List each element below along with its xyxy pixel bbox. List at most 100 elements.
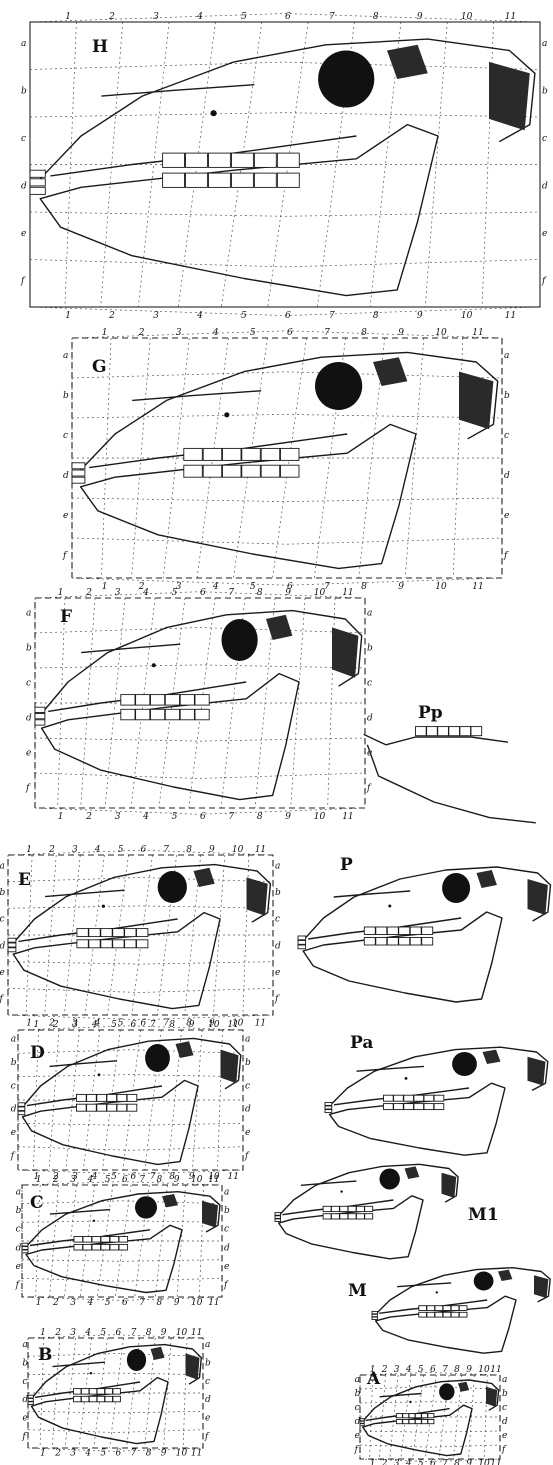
tooth <box>195 695 209 706</box>
tooth <box>403 1420 409 1424</box>
infraorbital-foramen <box>152 663 156 667</box>
mandible-outline <box>40 125 438 296</box>
tooth <box>459 1306 467 1311</box>
temporal-shading <box>176 1041 194 1058</box>
grid-column-number: 5 <box>418 1365 424 1375</box>
grid-column-number: 3 <box>115 812 121 822</box>
grid-column-number: 4 <box>405 1365 412 1375</box>
grid-row-letter: b <box>63 391 69 401</box>
facial-crest <box>380 1394 422 1397</box>
skull-panel-m1: M1 <box>275 1164 499 1259</box>
grid-column-number: 9 <box>466 1365 472 1375</box>
panel-label: P <box>340 855 353 875</box>
grid-row-letter: e <box>245 1128 250 1138</box>
grid-column-number: 6 <box>200 812 206 822</box>
tooth <box>125 940 136 948</box>
grid-row-letter: c <box>0 915 5 925</box>
tooth <box>277 153 299 167</box>
tooth <box>451 1312 459 1317</box>
tooth <box>356 1206 364 1211</box>
orbit <box>135 1196 157 1218</box>
grid-column-number: 7 <box>139 1298 145 1308</box>
tooth <box>348 1206 356 1211</box>
grid-row-letter: c <box>205 1377 210 1387</box>
tooth <box>384 1104 394 1110</box>
incisor <box>22 1243 28 1246</box>
grid-column-number: 1 <box>370 1459 376 1465</box>
grid-column-number: 2 <box>52 1175 59 1185</box>
skull-panel-b: 11223344556677889910101111aabbccddeeffB <box>21 1328 211 1458</box>
grid-column-number: 9 <box>189 1020 195 1030</box>
grid-column-number: 8 <box>373 311 379 321</box>
grid-column-number: 11 <box>505 12 516 22</box>
facial-crest <box>132 391 261 401</box>
panel-label: Pa <box>350 1033 373 1053</box>
incisor <box>275 1219 281 1222</box>
incisor <box>325 1106 332 1109</box>
tooth <box>186 153 208 167</box>
skull-drawing <box>360 1380 499 1456</box>
tooth <box>277 173 299 187</box>
grid-row-letter: d <box>63 471 69 481</box>
grid-column-number: 7 <box>150 1172 156 1182</box>
grid-row-letter: e <box>0 968 5 978</box>
grid-row-letter: d <box>367 714 373 724</box>
grid-column-number: 4 <box>94 845 101 855</box>
tooth <box>471 727 482 736</box>
orbit <box>474 1272 494 1291</box>
grid-column-number: 4 <box>84 1328 91 1338</box>
tooth <box>186 173 208 187</box>
orbit <box>452 1052 477 1076</box>
grid-column-number: 11 <box>490 1459 501 1465</box>
grid-row-letter: a <box>502 1375 507 1385</box>
skull-panel-pa: Pa <box>325 1033 548 1155</box>
tooth <box>340 1214 348 1219</box>
incisor <box>372 1311 377 1313</box>
tooth <box>101 1244 110 1250</box>
grid-row-letter: c <box>275 915 280 925</box>
grid-column-number: 11 <box>208 1298 219 1308</box>
grid-column-number: 6 <box>200 588 206 598</box>
grid-row-letter: f <box>274 995 280 1005</box>
grid-column-number: 3 <box>394 1365 400 1375</box>
mandible-outline <box>303 912 502 1002</box>
tooth <box>165 709 179 720</box>
tooth <box>394 1104 404 1110</box>
tooth <box>97 1104 107 1111</box>
tooth <box>399 938 410 946</box>
tooth <box>428 1420 434 1424</box>
grid-row-letter: c <box>11 1081 16 1091</box>
temporal-shading <box>458 1382 469 1392</box>
tooth <box>404 1095 414 1101</box>
tooth <box>281 448 300 460</box>
tooth <box>428 1414 434 1418</box>
tooth <box>348 1214 356 1219</box>
grid-column-number: 3 <box>70 1328 76 1338</box>
grid-column-number: 4 <box>196 12 203 22</box>
incisor <box>28 1399 33 1402</box>
tooth <box>117 1104 127 1111</box>
temporal-shading <box>266 615 292 640</box>
grid-column-number: 11 <box>255 845 266 855</box>
grid-column-number: 11 <box>472 328 483 338</box>
infraorbital-foramen <box>211 110 217 116</box>
grid-column-number: 4 <box>142 588 149 598</box>
grid-column-number: 9 <box>417 311 423 321</box>
grid-column-number: 4 <box>212 328 219 338</box>
grid-column-number: 1 <box>102 582 108 592</box>
tooth <box>323 1214 331 1219</box>
occipital-shading <box>442 1173 457 1198</box>
facial-crest <box>301 1181 357 1185</box>
occipital-shading <box>489 62 530 130</box>
grid-column-number: 6 <box>116 1448 122 1458</box>
incisor <box>72 477 85 483</box>
grid-row-letter: f <box>0 995 5 1005</box>
orbit <box>439 1383 454 1400</box>
grid-column-number: 5 <box>172 588 178 598</box>
infraorbital-foramen <box>90 1372 92 1374</box>
grid-column-number: 9 <box>417 12 423 22</box>
panel-label: G <box>92 357 107 377</box>
tooth <box>387 927 398 935</box>
grid-column-number: 10 <box>191 1175 203 1185</box>
